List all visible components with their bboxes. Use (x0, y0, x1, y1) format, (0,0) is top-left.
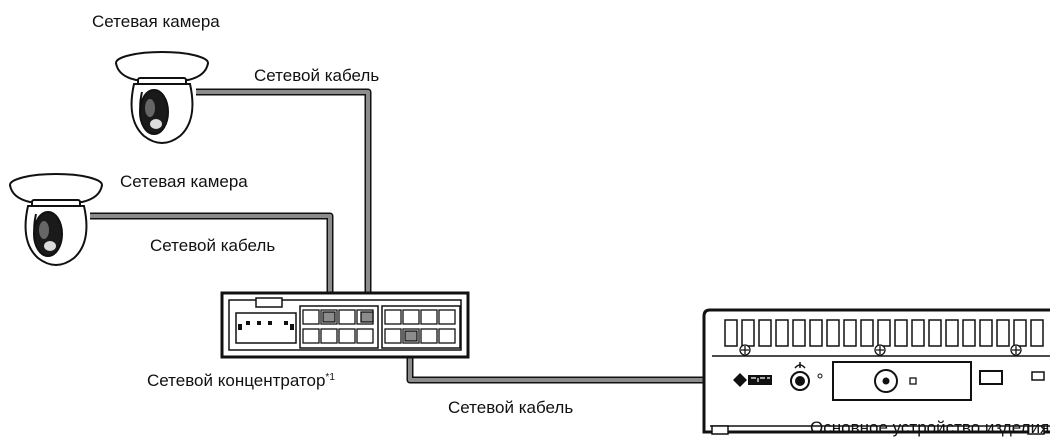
main-unit-device-icon (702, 308, 1050, 435)
camera-label-top: Сетевая камера (92, 12, 220, 31)
camera-label-mid: Сетевая камера (120, 172, 248, 191)
eizo-logo (733, 373, 772, 387)
cable-camera-top-to-hub (196, 88, 372, 318)
hub-label: Сетевой концентратор*1 (147, 368, 335, 391)
dome-camera-icon (9, 173, 103, 266)
hub-footnote: *1 (325, 372, 335, 383)
hub-label-text: Сетевой концентратор (147, 371, 326, 390)
cable-label-top: Сетевой кабель (254, 66, 380, 85)
dome-camera-icon (115, 51, 209, 144)
main-unit-label: Основное устройство изделия (810, 418, 1050, 437)
network-hub-icon (220, 291, 470, 359)
cable-label-mid: Сетевой кабель (150, 236, 276, 255)
cable-camera-mid-to-hub (90, 212, 334, 318)
power-button-icon (790, 362, 810, 391)
cable-label-bottom: Сетевой кабель (448, 398, 574, 417)
